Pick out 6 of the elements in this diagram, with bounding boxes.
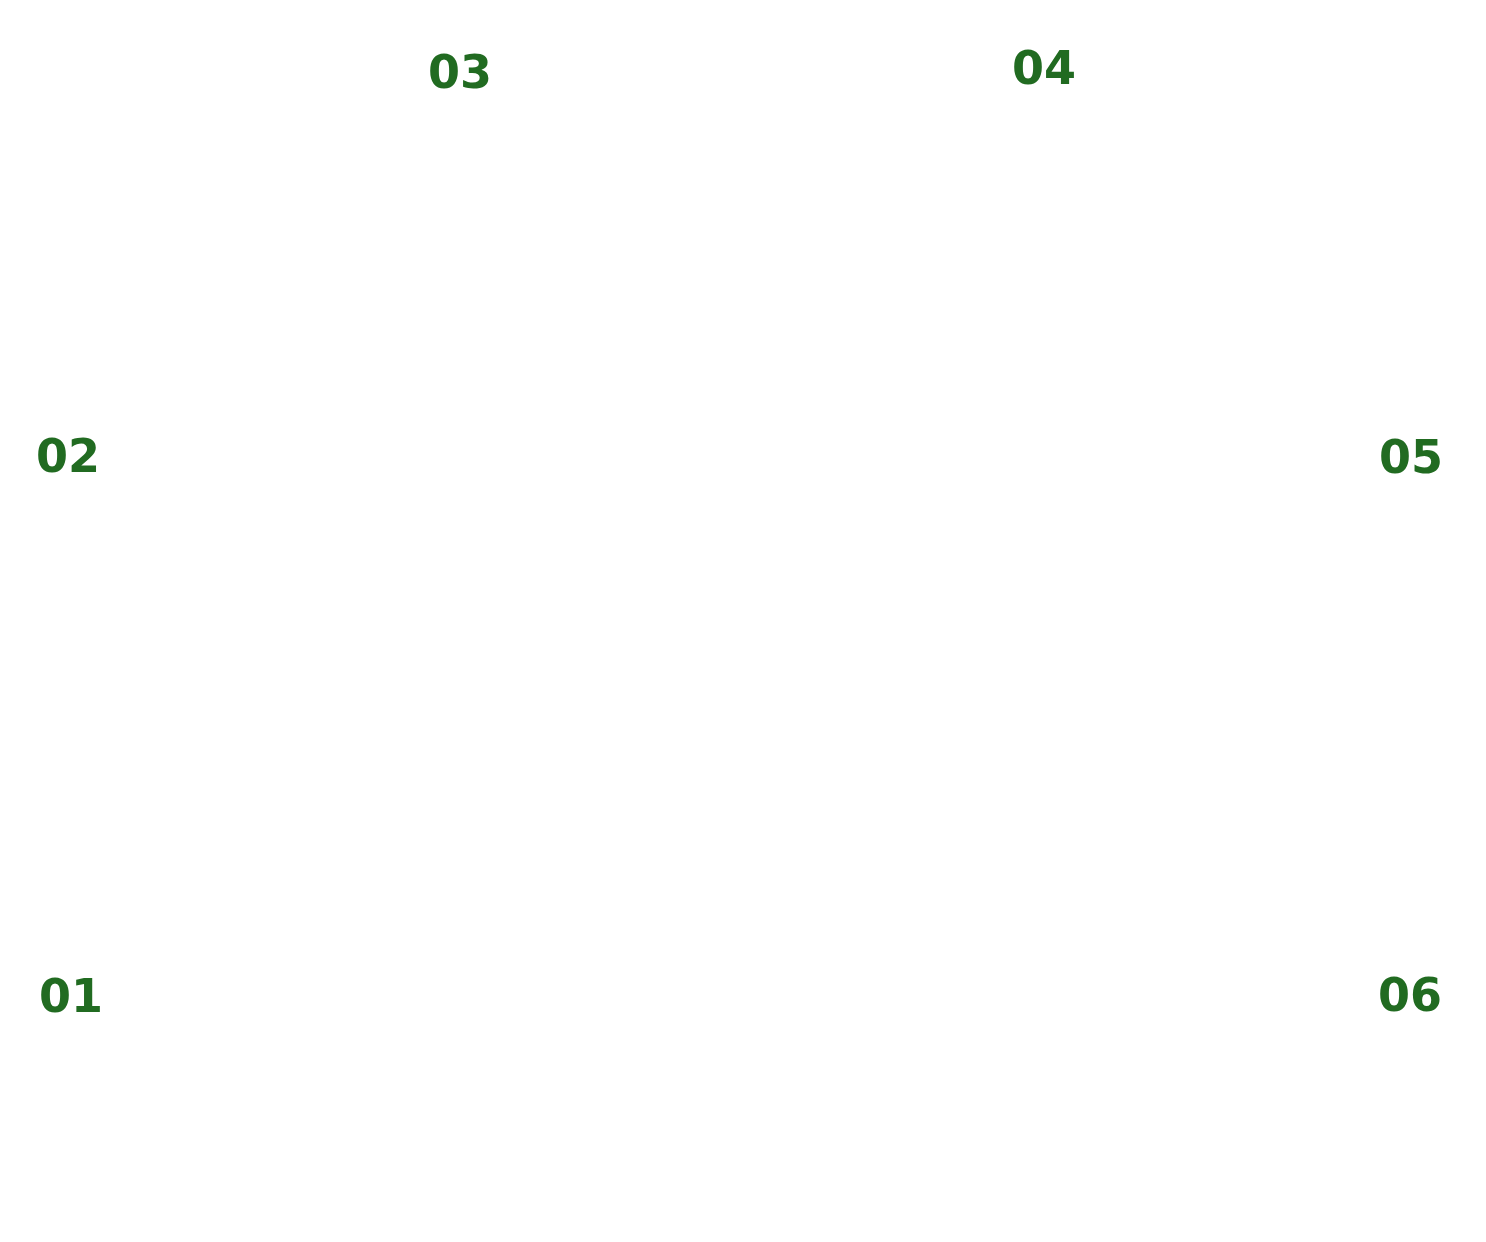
step-number: 03 <box>428 49 492 95</box>
step-number: 01 <box>39 973 103 1019</box>
step-number: 05 <box>1379 434 1443 480</box>
step-number: 02 <box>36 433 100 479</box>
step-number: 06 <box>1378 972 1442 1018</box>
step-number: 04 <box>1012 45 1076 91</box>
